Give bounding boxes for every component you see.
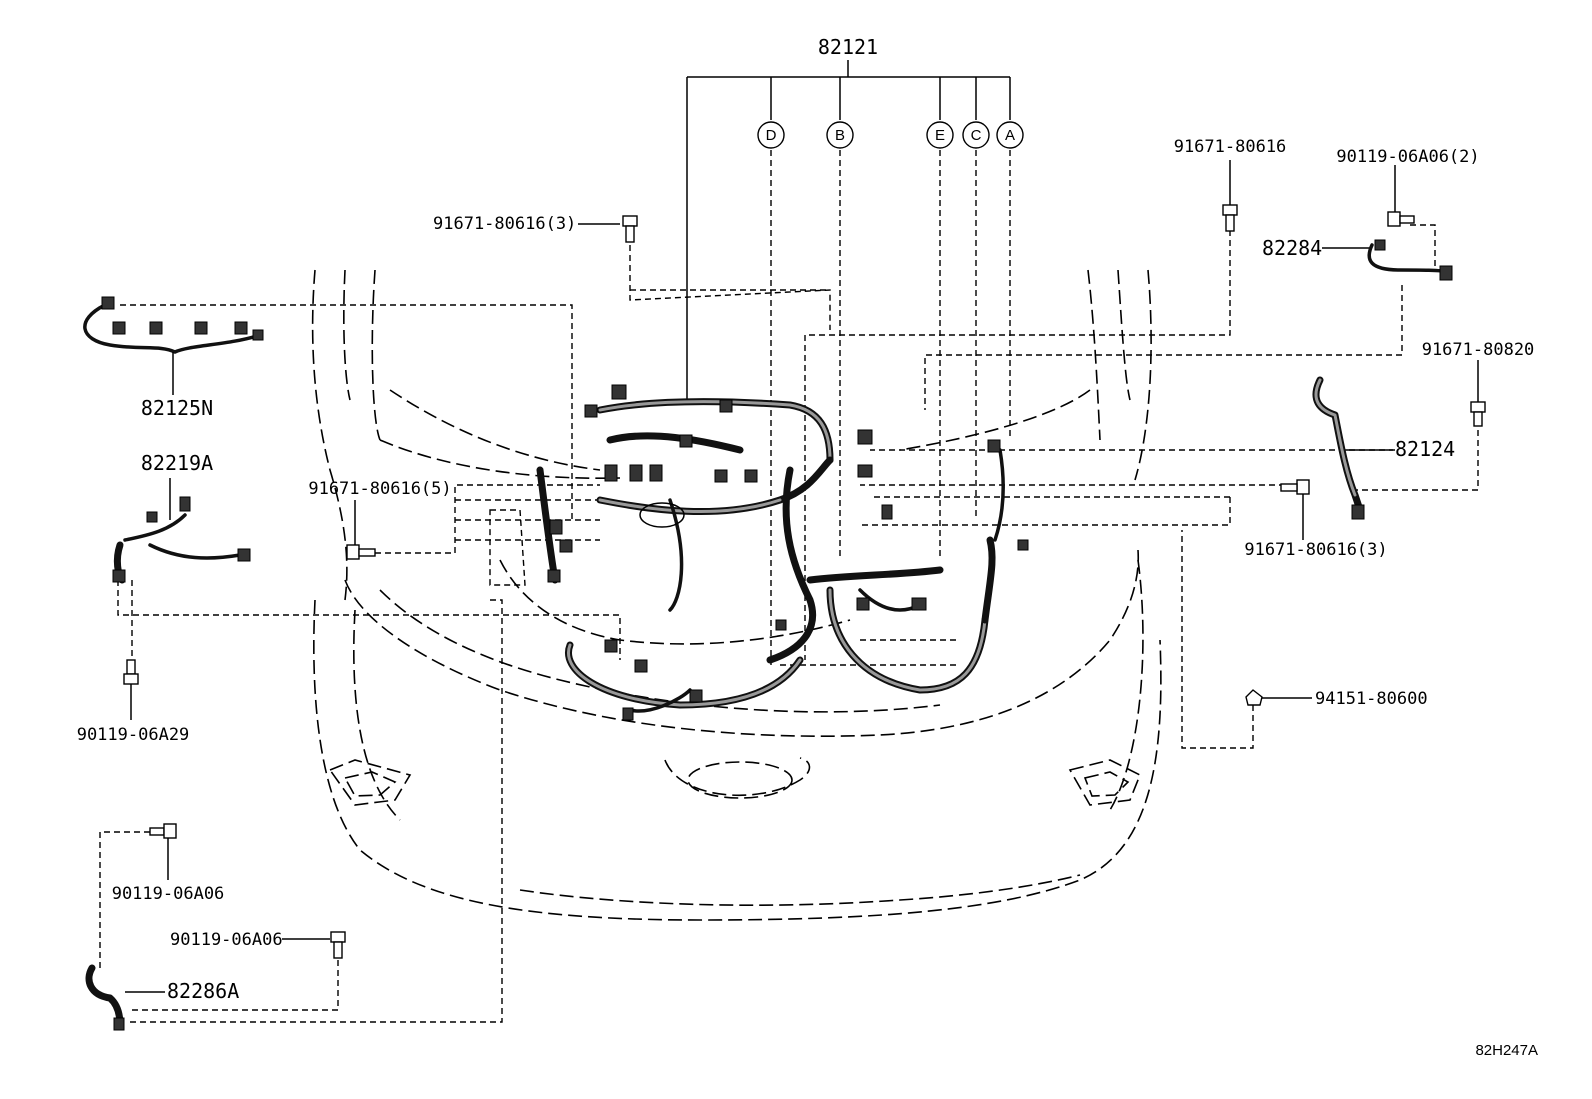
drawing-code: 82H247A xyxy=(1475,1042,1538,1059)
main-harness-bracket xyxy=(686,60,1011,400)
sub-harness-marker-e: E xyxy=(926,121,954,149)
part-label-82286a: 82286A xyxy=(167,979,239,1003)
bolt-icon xyxy=(1387,165,1415,227)
svg-text:A: A xyxy=(1005,127,1015,144)
svg-text:D: D xyxy=(766,127,777,144)
svg-text:E: E xyxy=(935,127,945,144)
harness-82286a xyxy=(85,964,165,1031)
bolt-icon xyxy=(149,823,177,880)
harness-82284 xyxy=(1322,239,1453,281)
svg-text:B: B xyxy=(835,127,845,144)
bolt-label-lower-left-1: 90119-06A06 xyxy=(112,884,225,904)
bolt-label-top-left: 91671-80616(3) xyxy=(433,214,576,234)
bolt-label-82820: 91671-80820 xyxy=(1422,340,1535,360)
part-label-82284: 82284 xyxy=(1262,236,1322,260)
bolt-icon xyxy=(1470,360,1486,427)
nut-label-94151: 94151-80600 xyxy=(1315,689,1428,709)
part-label-82121: 82121 xyxy=(818,35,878,59)
sub-harness-marker-d: D xyxy=(757,121,785,149)
bolt-label-lower-left-2: 90119-06A06 xyxy=(170,930,283,950)
part-label-82219a: 82219A xyxy=(141,451,213,475)
bolt-label-far-right: 90119-06A06(2) xyxy=(1336,147,1479,167)
nut-icon xyxy=(1245,689,1312,706)
bolt-icon xyxy=(578,215,638,243)
sub-harness-marker-c: C xyxy=(962,121,990,149)
bolt-icon xyxy=(1222,160,1238,232)
harness-82219a xyxy=(112,478,251,584)
bolt-label-top-right: 91671-80616 xyxy=(1174,137,1287,157)
sub-harness-marker-b: B xyxy=(826,121,854,149)
svg-text:C: C xyxy=(971,127,982,144)
harness-82125n xyxy=(83,296,264,395)
part-label-82125n: 82125N xyxy=(141,396,213,420)
bolt-label-right-lower: 91671-80616(3) xyxy=(1244,540,1387,560)
bolt-label-a29: 90119-06A29 xyxy=(77,725,190,745)
bolt-icon xyxy=(346,500,376,560)
harness-82124 xyxy=(1312,376,1393,520)
engine-room-main-harness xyxy=(536,384,1029,721)
sub-harness-marker-a: A xyxy=(996,121,1024,149)
leader-lines xyxy=(99,150,1479,1023)
bolt-icon xyxy=(123,659,139,720)
bolt-icon xyxy=(1280,479,1310,540)
part-label-82124: 82124 xyxy=(1395,437,1455,461)
vehicle-body-outline xyxy=(311,269,1162,921)
bolt-icon xyxy=(282,931,346,959)
bolt-label-mid-left: 91671-80616(5) xyxy=(308,479,451,499)
